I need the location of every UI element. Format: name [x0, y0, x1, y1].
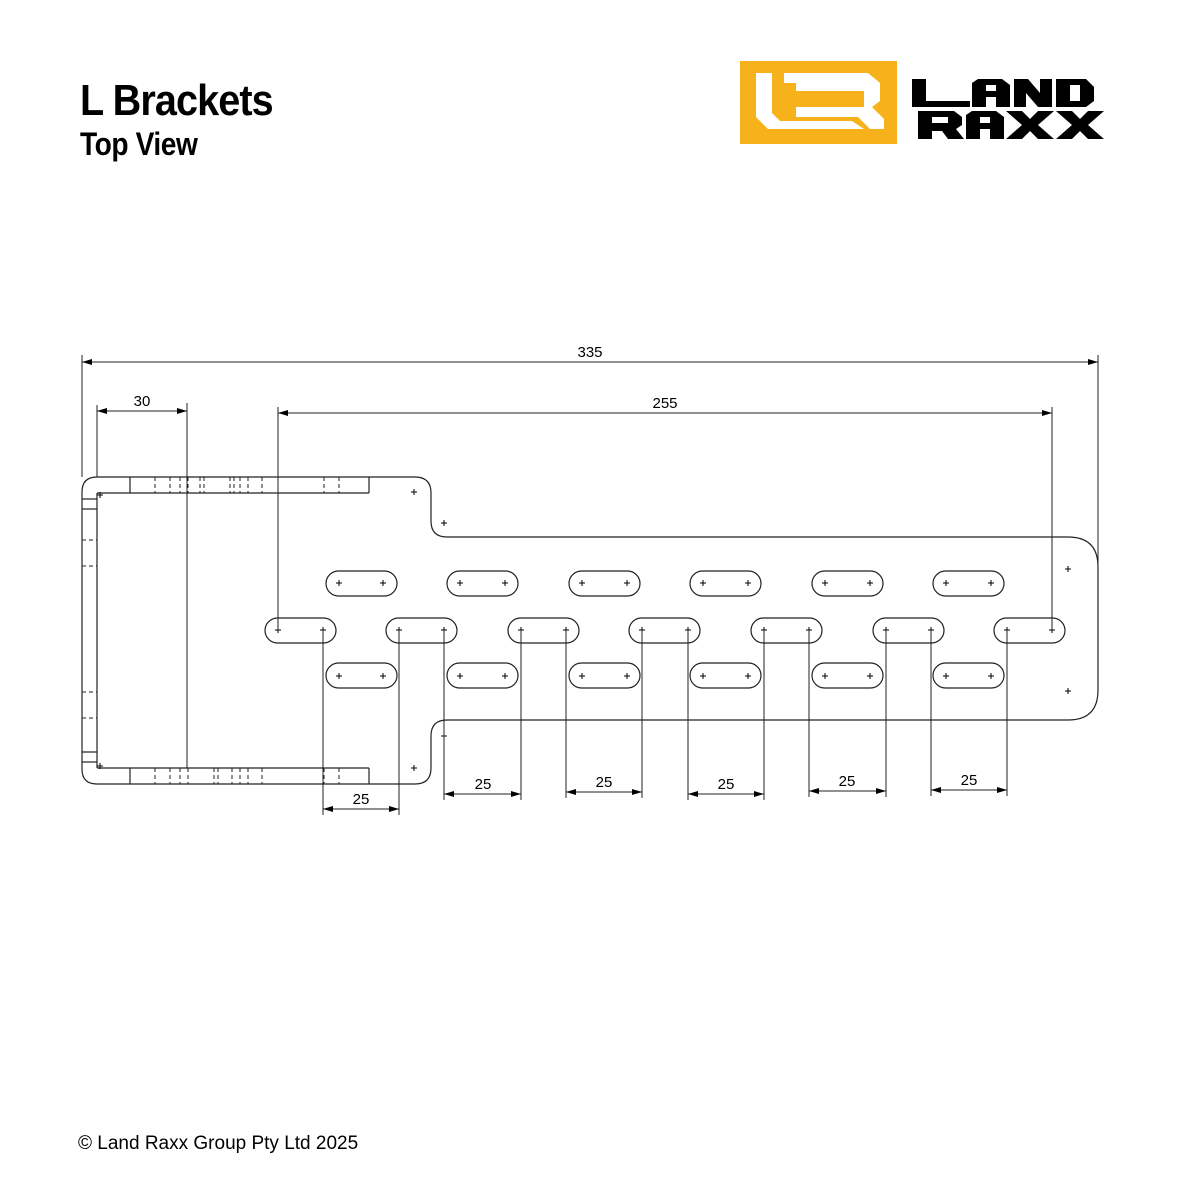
flange-hidden-lines — [82, 477, 340, 784]
dimension-label-pitch-1: 25 — [353, 791, 370, 808]
dimension-label-335: 335 — [577, 344, 602, 361]
dimension-overall-length — [81, 355, 1099, 567]
land-raxx-logo — [740, 61, 1104, 144]
dimension-flange-width — [96, 403, 188, 768]
slot-row-top — [325, 570, 1005, 597]
bracket-outline — [81, 476, 1099, 785]
slot-row-bottom — [325, 662, 1005, 689]
mounting-hole-markers — [96, 488, 1072, 772]
lr-mark-icon — [756, 73, 884, 129]
slot-center-markers — [274, 579, 1056, 680]
dimension-slot-pitch — [322, 630, 1008, 815]
dimension-label-pitch-5: 25 — [839, 773, 856, 790]
dimension-label-pitch-2: 25 — [475, 776, 492, 793]
dimension-label-30: 30 — [134, 393, 151, 410]
dimension-slot-span — [277, 407, 1053, 630]
page-title: L Brackets — [80, 76, 274, 125]
dimension-label-pitch-6: 25 — [961, 772, 978, 789]
land-raxx-wordmark — [912, 79, 1104, 139]
dimension-label-pitch-4: 25 — [718, 776, 735, 793]
copyright-footer: © Land Raxx Group Pty Ltd 2025 — [78, 1133, 359, 1154]
dimension-label-255: 255 — [652, 395, 677, 412]
dimension-label-pitch-3: 25 — [596, 774, 613, 791]
slot-row-middle — [264, 617, 1066, 644]
page-subtitle: Top View — [80, 126, 198, 162]
